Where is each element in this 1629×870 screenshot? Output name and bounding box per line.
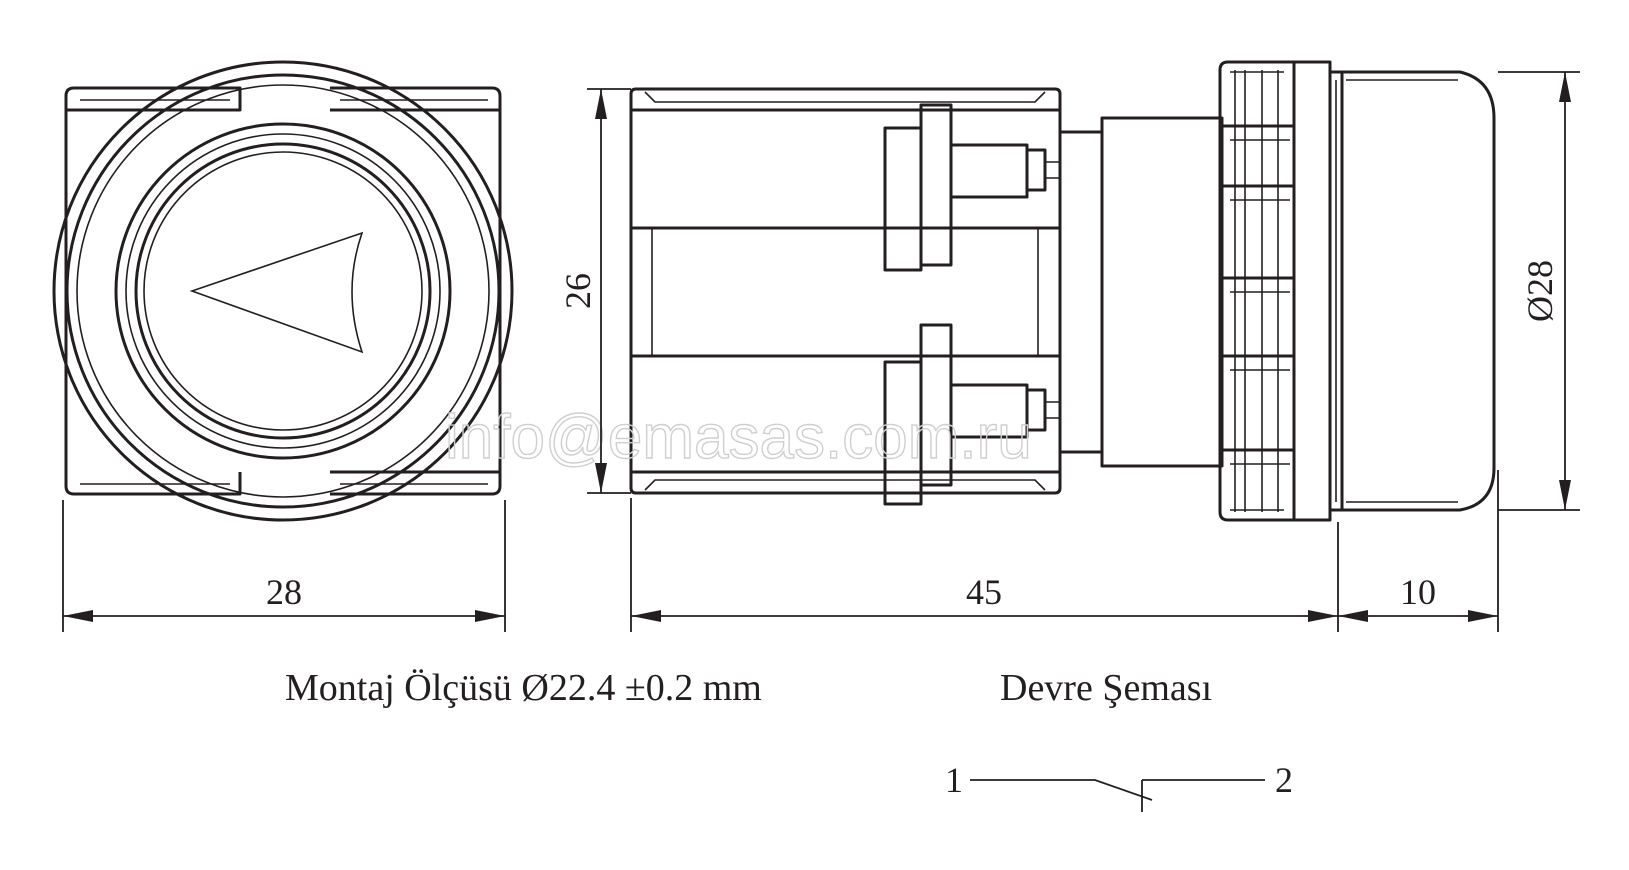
circuit-diagram (970, 779, 1265, 812)
circuit-terminal-1: 1 (945, 760, 963, 800)
dim-cap-diameter: Ø28 (1520, 260, 1560, 322)
mounting-caption: Montaj Ölçüsü Ø22.4 ±0.2 mm (285, 667, 762, 709)
watermark-text: info@emasas.com.ru (445, 403, 1032, 472)
dim-front-width: 28 (266, 572, 302, 612)
dim-body-height: 26 (558, 273, 598, 309)
circuit-title: Devre Şeması (1000, 667, 1212, 709)
side-view-cap (1342, 70, 1496, 512)
dim-body-length: 45 (966, 572, 1002, 612)
dim-cap-length: 10 (1400, 572, 1436, 612)
front-view (52, 60, 514, 522)
side-view-body (629, 87, 1224, 506)
dimension-lines (62, 71, 1580, 632)
side-view-bezel (1218, 60, 1344, 522)
circuit-terminal-2: 2 (1275, 760, 1293, 800)
